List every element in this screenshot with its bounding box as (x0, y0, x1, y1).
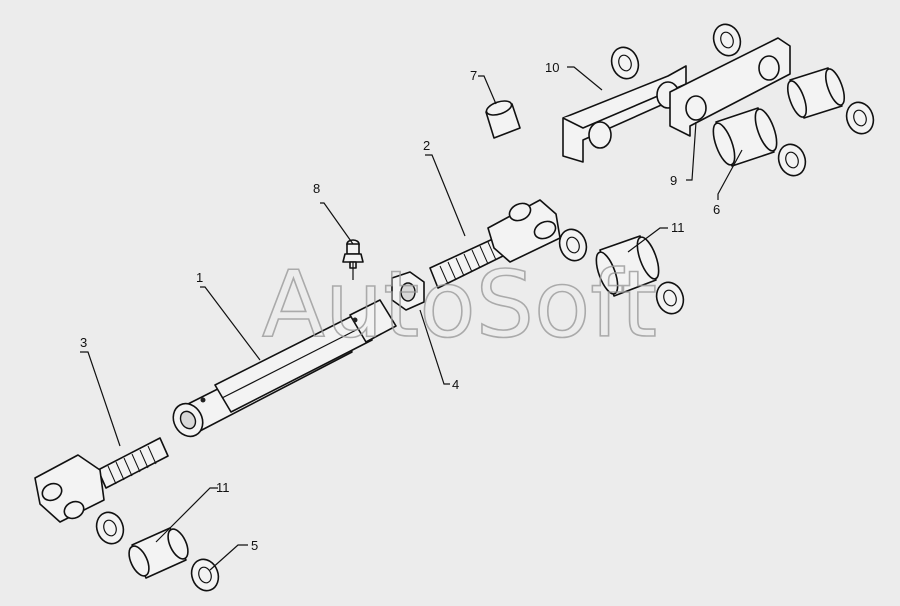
callout-3: 3 (80, 335, 87, 350)
callout-1: 1 (196, 270, 203, 285)
callout-4: 4 (452, 377, 459, 392)
pin-part-6-upper (786, 67, 846, 119)
bushing-part-7 (485, 100, 521, 139)
lock-clip-plate-10 (610, 46, 640, 80)
lock-clip-right-a (558, 228, 588, 262)
pin-part-6-lower (712, 107, 778, 167)
lock-clip-plate-9 (712, 23, 742, 57)
turnbuckle-body-part-1 (172, 299, 397, 438)
callout-8: 8 (313, 181, 320, 196)
callout-11-upper: 11 (671, 220, 685, 235)
threaded-fork-part-3 (34, 437, 169, 523)
lock-clip-lower-left (95, 511, 125, 545)
plate-part-9 (669, 37, 791, 137)
lock-clip-part-5 (190, 558, 220, 592)
callout-labels: 1 2 3 4 5 6 7 8 9 10 11 11 (80, 60, 720, 553)
lock-clip-right-b (655, 281, 685, 315)
callout-6: 6 (713, 202, 720, 217)
hex-nut-part-4 (391, 271, 425, 311)
lock-clip-upper-right (845, 101, 875, 135)
plate-part-10 (562, 65, 687, 163)
pin-part-11-lower (128, 527, 189, 579)
leader-lines (80, 66, 743, 571)
pin-part-11-upper (595, 235, 660, 297)
callout-2: 2 (423, 138, 430, 153)
callout-11-lower: 11 (216, 480, 230, 495)
callout-10: 10 (545, 60, 559, 75)
autosoft-watermark: AutoSoft (262, 251, 657, 358)
callout-9: 9 (670, 173, 677, 188)
callout-5: 5 (251, 538, 258, 553)
lock-clip-pin-6 (777, 143, 807, 177)
callout-7: 7 (470, 68, 477, 83)
